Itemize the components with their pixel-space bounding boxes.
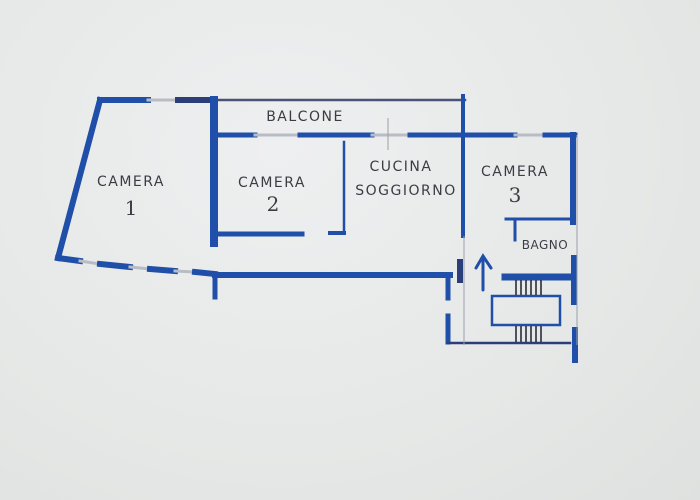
room-label-soggiorno: SOGGIORNO — [355, 183, 457, 199]
room-number-camera-3: 3 — [508, 183, 522, 207]
room-label-camera-1: CAMERA — [96, 174, 166, 190]
room-label-bagno: BAGNO — [521, 238, 569, 252]
room-label-camera-3: CAMERA — [480, 164, 550, 180]
room-label-camera-2: CAMERA — [237, 175, 307, 191]
room-number-camera-1: 1 — [124, 196, 138, 220]
room-label-cucina: CUCINA — [369, 159, 433, 175]
room-number-camera-2: 2 — [266, 192, 280, 216]
room-label-balcone: BALCONE — [266, 109, 344, 125]
entrance-arrow-icon — [474, 253, 493, 292]
